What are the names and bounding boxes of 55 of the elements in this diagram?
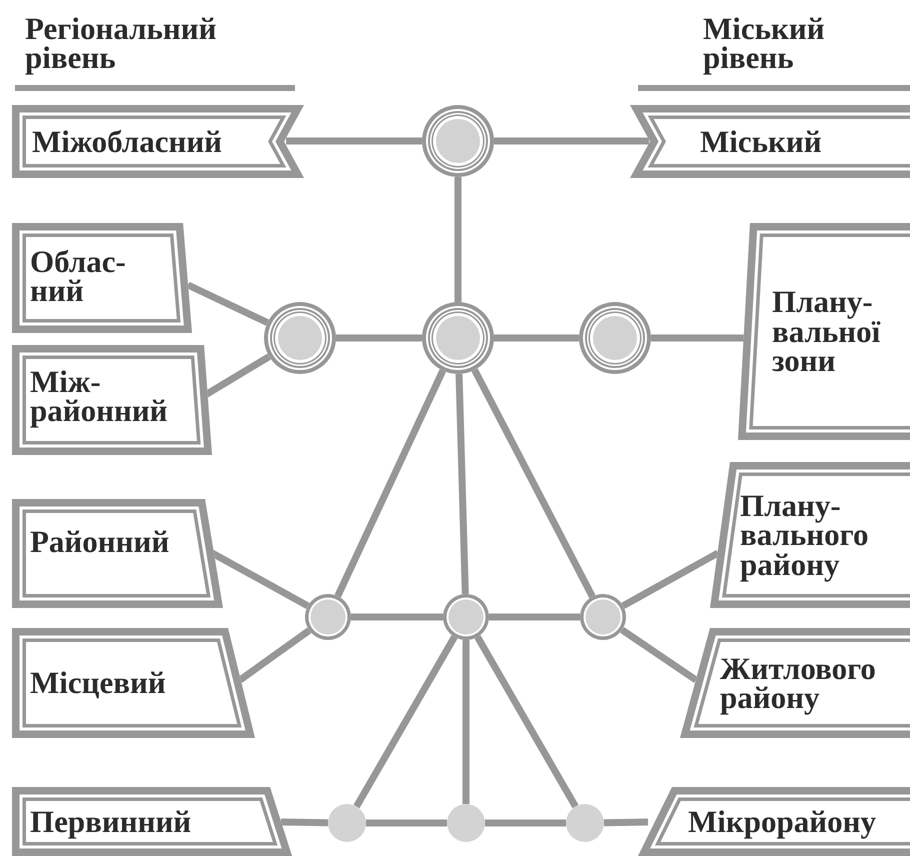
level-label: Плану-вальної зони: [772, 287, 882, 376]
connector-line: [186, 282, 269, 326]
level-label: Між-районний: [30, 367, 169, 426]
level-box: [12, 499, 223, 608]
connector-line: [489, 614, 580, 620]
level-label: Районний: [30, 527, 170, 556]
level-box: [12, 105, 304, 178]
connector-line: [604, 818, 648, 826]
level-label: Плану-вального району: [740, 490, 870, 580]
junction-circle: [328, 804, 366, 842]
junction-circle: [264, 302, 336, 374]
junction-circle: [443, 594, 489, 640]
connector-line: [351, 614, 443, 620]
level-box: [630, 105, 910, 178]
connector-line: [454, 177, 462, 302]
level-box: [12, 787, 292, 856]
connector-line: [366, 820, 447, 826]
junction-circle: [447, 804, 485, 842]
junction-circle: [422, 105, 494, 177]
connector-line: [485, 820, 566, 826]
connector-line: [474, 635, 579, 808]
level-box: [710, 462, 910, 608]
junction-circle: [422, 302, 494, 374]
level-box: [12, 345, 212, 455]
level-box: [638, 787, 910, 856]
level-box: [738, 223, 910, 440]
connector-line: [472, 368, 596, 598]
level-label: Житлового району: [720, 654, 877, 712]
junction-circle: [580, 594, 626, 640]
level-box: [680, 628, 910, 738]
connector-line: [456, 374, 469, 594]
connector-line: [280, 818, 328, 826]
junction-circle: [579, 302, 651, 374]
level-label: Облас-ний: [30, 247, 127, 306]
connector-line: [620, 627, 698, 683]
level-label: Місцевий: [30, 668, 167, 698]
junction-circle: [305, 594, 351, 640]
junction-circle: [566, 804, 604, 842]
level-box: [12, 223, 192, 333]
connector-line: [462, 640, 470, 804]
connector-line: [494, 334, 579, 342]
level-label: Первинний: [30, 806, 192, 836]
connector-line: [286, 138, 422, 144]
connector-line: [353, 635, 458, 808]
column-heading: Міський рівень: [703, 14, 826, 73]
connector-line: [336, 334, 422, 342]
connector-line: [621, 550, 720, 609]
connector-line: [334, 369, 446, 598]
connector-line: [238, 628, 312, 683]
level-label: Міський: [700, 126, 823, 156]
level-label: Мікрорайону: [688, 806, 877, 836]
column-heading: Регіональний рівень: [25, 14, 218, 73]
connector-line: [651, 334, 744, 342]
level-label: Міжобласний: [32, 126, 224, 156]
level-box: [12, 628, 255, 738]
